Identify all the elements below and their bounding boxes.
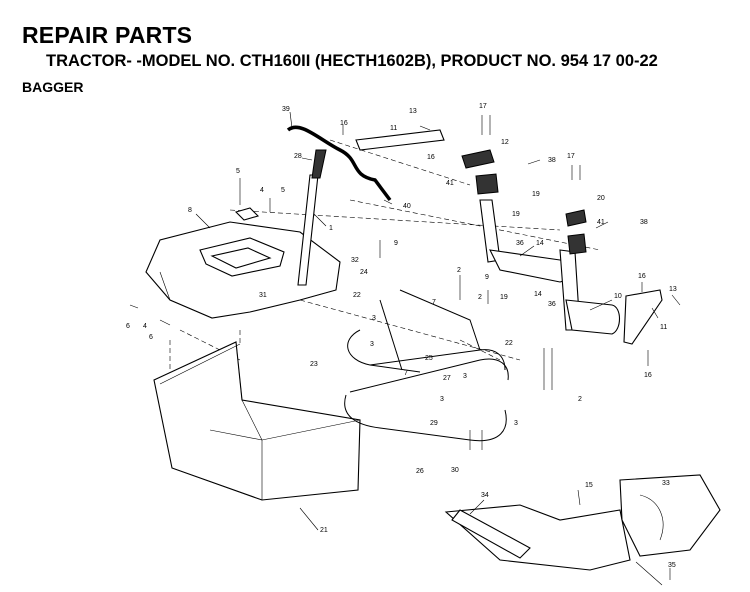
callout-19: 19 (532, 191, 540, 198)
callout-35: 35 (668, 562, 676, 569)
part-callouts: 39 13 16 11 17 12 16 28 38 41 17 5 4 5 4… (126, 103, 677, 569)
callout-38: 38 (548, 157, 556, 164)
tube-frame (344, 289, 509, 442)
callout-41: 41 (446, 180, 454, 187)
callout-13b: 13 (669, 286, 677, 293)
callout-14b: 14 (534, 291, 542, 298)
fasteners (129, 115, 681, 586)
callout-17: 17 (479, 103, 487, 110)
callout-2c: 2 (578, 396, 582, 403)
callout-8: 8 (188, 207, 192, 214)
callout-36b: 36 (548, 301, 556, 308)
model-subtitle: TRACTOR- -MODEL NO. CTH160II (HECTH1602B… (46, 52, 658, 70)
callout-17b: 17 (567, 153, 575, 160)
callout-7: 7 (432, 299, 436, 306)
leader-lines (195, 111, 671, 580)
callout-6b: 6 (149, 334, 153, 341)
callout-29: 29 (430, 420, 438, 427)
callout-22b: 22 (505, 340, 513, 347)
callout-5: 5 (236, 168, 240, 175)
chute-assembly (444, 474, 721, 571)
callout-39: 39 (282, 106, 290, 113)
callout-14: 14 (536, 240, 544, 247)
callout-30: 30 (451, 467, 459, 474)
callout-3c: 3 (463, 373, 467, 380)
callout-3: 3 (372, 315, 376, 322)
callout-3e: 3 (514, 420, 518, 427)
callout-5b: 5 (281, 187, 285, 194)
callout-13: 13 (409, 108, 417, 115)
callout-16d: 16 (644, 372, 652, 379)
callout-2: 2 (457, 267, 461, 274)
callout-23: 23 (310, 361, 318, 368)
callout-3d: 3 (440, 396, 444, 403)
callout-33: 33 (662, 480, 670, 487)
callout-12: 12 (501, 139, 509, 146)
callout-7b: 7 (404, 370, 408, 377)
callout-4: 4 (260, 187, 264, 194)
catcher-cover (145, 207, 341, 319)
callout-11b: 11 (660, 324, 667, 331)
callout-28: 28 (294, 153, 302, 160)
callout-20: 20 (597, 195, 605, 202)
callout-16: 16 (340, 120, 348, 127)
callout-27: 27 (443, 375, 451, 382)
callout-16c: 16 (638, 273, 646, 280)
callout-9: 9 (394, 240, 398, 247)
callout-25: 25 (425, 355, 433, 362)
callout-10: 10 (614, 293, 622, 300)
callout-15: 15 (585, 482, 593, 489)
callout-40: 40 (403, 203, 411, 210)
callout-36: 36 (516, 240, 524, 247)
mount-brackets (355, 129, 663, 345)
callout-34: 34 (481, 492, 489, 499)
callout-41b: 41 (597, 219, 605, 226)
callout-19c: 19 (500, 294, 508, 301)
callout-24: 24 (360, 269, 368, 276)
callout-19b: 19 (512, 211, 520, 218)
bagger-handle (297, 149, 327, 286)
callout-3b: 3 (370, 341, 374, 348)
callout-16b: 16 (427, 154, 435, 161)
callout-2b: 2 (478, 294, 482, 301)
callout-31: 31 (259, 292, 267, 299)
callout-21: 21 (320, 527, 328, 534)
callout-6: 6 (126, 323, 130, 330)
callout-9b: 9 (485, 274, 489, 281)
callout-4b: 4 (143, 323, 147, 330)
callout-32: 32 (351, 257, 359, 264)
callout-26: 26 (416, 468, 424, 475)
section-heading: BAGGER (22, 79, 84, 95)
callout-38b: 38 (640, 219, 648, 226)
callout-11: 11 (390, 125, 397, 132)
callout-22: 22 (353, 292, 361, 299)
bag-frame (153, 341, 361, 501)
callout-1: 1 (329, 225, 333, 232)
curved-rod (286, 125, 392, 202)
page-title: REPAIR PARTS (22, 22, 193, 48)
